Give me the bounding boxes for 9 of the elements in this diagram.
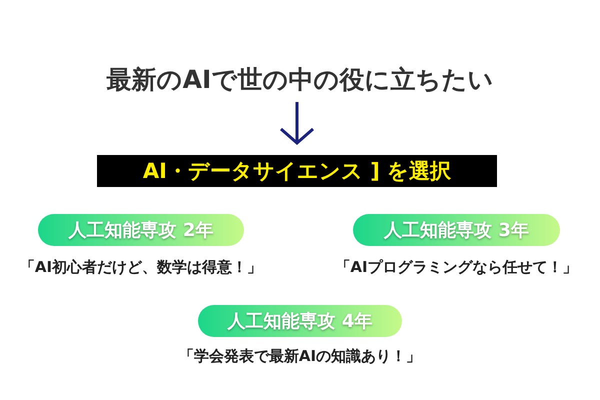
heading-text: 最新のAIで世の中の役に立ちたい xyxy=(70,60,530,98)
pill-label: 人工知能専攻 3年 xyxy=(353,214,560,246)
pill-label: 人工知能専攻 4年 xyxy=(198,305,402,337)
pill-label: 人工知能専攻 2年 xyxy=(38,214,244,246)
quote-text: 「AI初心者だけど、数学は得意！」 xyxy=(20,258,262,277)
arrow xyxy=(280,102,314,144)
quote-text: 「学会発表で最新AIの知識あり！」 xyxy=(178,347,422,366)
banner-box: AI・データサイエンス ] を選択 xyxy=(97,155,497,187)
quote-text: 「AIプログラミングなら任せて！」 xyxy=(335,258,578,277)
